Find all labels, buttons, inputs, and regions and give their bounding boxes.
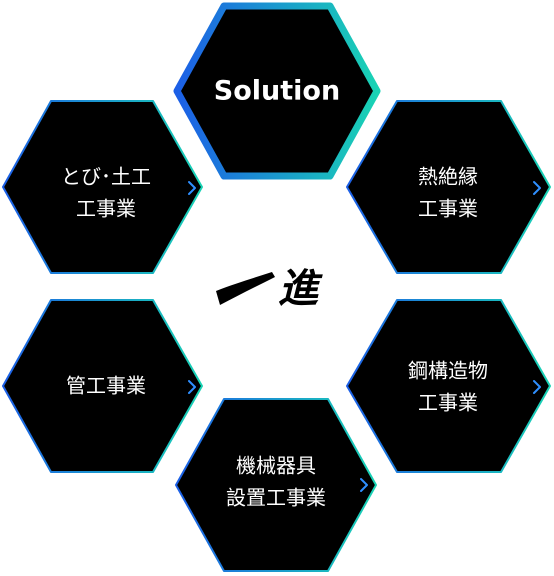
chevron-right-icon <box>533 181 541 195</box>
chevron-right-icon <box>188 181 196 195</box>
hex-tobi-doko-line-1: とび･土工 <box>61 165 151 189</box>
hex-solution: Solution <box>173 2 381 180</box>
chevron-right-icon <box>533 380 541 394</box>
hex-kikai-kigu[interactable]: 機械器具 設置工事業 <box>175 398 377 572</box>
hex-netsuzetsuen-line-2: 工事業 <box>418 197 478 221</box>
hex-kikai-kigu-line-2: 設置工事業 <box>226 486 326 510</box>
chevron-right-icon <box>188 380 196 394</box>
hex-kikai-kigu-line-1: 機械器具 <box>236 454 316 478</box>
center-logo: 進 <box>216 266 323 312</box>
hex-tobi-doko-line-2: 工事業 <box>76 197 136 221</box>
hex-netsuzetsuen-line-1: 熱絶縁 <box>418 165 478 189</box>
hex-netsuzetsuen[interactable]: 熱絶縁 工事業 <box>346 100 551 274</box>
chevron-right-icon <box>360 478 368 492</box>
brush-stroke-icon <box>216 272 275 305</box>
hex-shape <box>346 100 551 274</box>
hex-kouzouzoubutsu[interactable]: 鋼構造物 工事業 <box>346 299 551 473</box>
hex-shape <box>175 398 377 572</box>
hex-tobi-doko[interactable]: とび･土工 工事業 <box>2 100 203 274</box>
center-logo-text: 進 <box>278 266 323 312</box>
hex-shape <box>2 100 203 274</box>
hex-kan[interactable]: 管工事業 <box>2 299 203 473</box>
hex-kouzouzoubutsu-line-1: 鋼構造物 <box>408 359 488 383</box>
hex-shape <box>346 299 551 473</box>
hex-shape <box>2 299 203 473</box>
hex-solution-title: Solution <box>214 76 340 107</box>
hex-shape <box>173 2 381 180</box>
hex-kouzouzoubutsu-line-2: 工事業 <box>418 391 478 415</box>
hex-kan-line-1: 管工事業 <box>66 374 146 398</box>
